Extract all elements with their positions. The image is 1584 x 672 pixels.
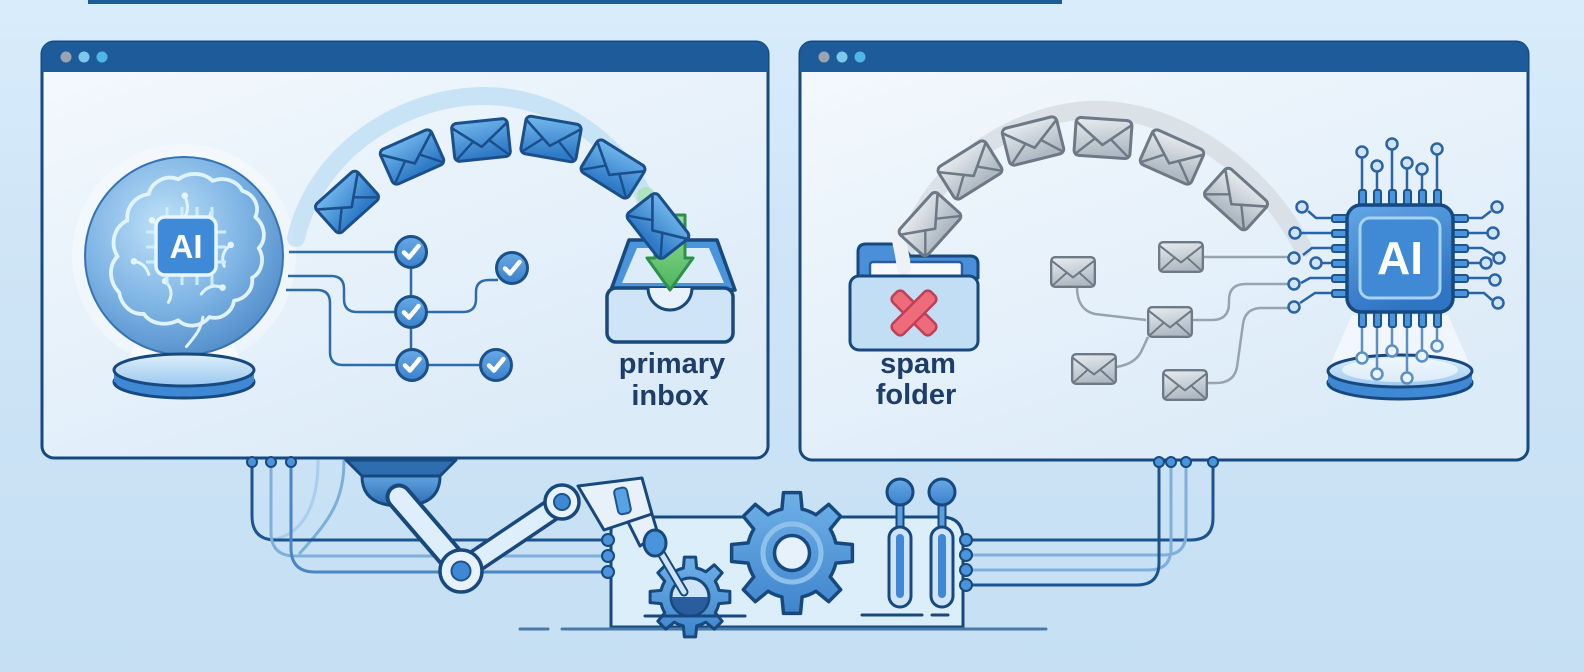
check-node-icon <box>481 350 512 381</box>
window-control-dot <box>854 51 866 63</box>
left-cable-connectors <box>246 456 297 468</box>
envelope-icon <box>1049 256 1097 288</box>
x-mark-icon <box>890 289 938 337</box>
small-gear-icon <box>648 555 732 639</box>
lever-knob <box>927 477 957 507</box>
inbox-caption-line1: primary <box>619 348 725 380</box>
window-titlebar <box>800 42 1528 72</box>
check-node-icon <box>397 350 428 381</box>
envelope-icon <box>449 116 513 164</box>
chip-ai-label: AI <box>1377 232 1423 284</box>
envelope-icon <box>1070 353 1118 385</box>
gripper-hand <box>576 476 689 597</box>
envelope-icon <box>1157 241 1205 273</box>
large-gear-icon <box>729 490 855 616</box>
chip-pins <box>1331 189 1469 328</box>
left-browser-window: AI <box>40 40 770 460</box>
housing-ports <box>601 533 973 592</box>
left-cables <box>250 458 608 574</box>
check-node-icon <box>497 253 528 284</box>
right-cable-connectors <box>1153 456 1219 468</box>
envelope-icon <box>518 113 584 165</box>
lever-knob <box>885 477 915 507</box>
envelope-routing <box>1049 241 1290 401</box>
brain-chip-badge: AI <box>146 207 226 285</box>
window-control-dot <box>96 51 108 63</box>
spam-caption-line1: spam <box>880 348 956 380</box>
flow-lines <box>286 250 498 367</box>
chip-pedestal <box>1326 353 1474 401</box>
check-node-icon <box>396 297 427 328</box>
ai-brain-hologram: AI <box>72 144 296 400</box>
window-control-dot <box>818 51 830 63</box>
top-border-line <box>88 0 1062 4</box>
window-control-dot <box>78 51 90 63</box>
spam-caption-line2: folder <box>876 379 957 411</box>
chip-traces <box>1287 137 1506 385</box>
brain-ai-label: AI <box>170 228 203 265</box>
inbox-caption-line2: inbox <box>631 380 708 412</box>
lever-switches <box>860 477 957 617</box>
envelope-icon <box>1072 115 1134 161</box>
ai-chip-icon: AI <box>1287 137 1506 401</box>
checkmark-flowchart <box>286 237 528 381</box>
right-cables <box>967 459 1215 587</box>
robot-arm <box>344 458 689 597</box>
machinery <box>246 456 1219 639</box>
window-titlebar <box>42 42 768 72</box>
window-control-dot <box>60 51 72 63</box>
routing-lines <box>1075 255 1290 385</box>
hologram-pedestal <box>112 352 256 400</box>
check-node-icon <box>396 237 427 268</box>
envelope-icon <box>1161 369 1209 401</box>
spam-folder-icon <box>848 225 980 352</box>
inbox-tray-icon <box>605 213 737 344</box>
chip-core <box>1358 216 1442 300</box>
right-browser-window: AI spam folder <box>798 40 1530 462</box>
window-control-dot <box>836 51 848 63</box>
envelope-icon <box>1146 306 1194 338</box>
